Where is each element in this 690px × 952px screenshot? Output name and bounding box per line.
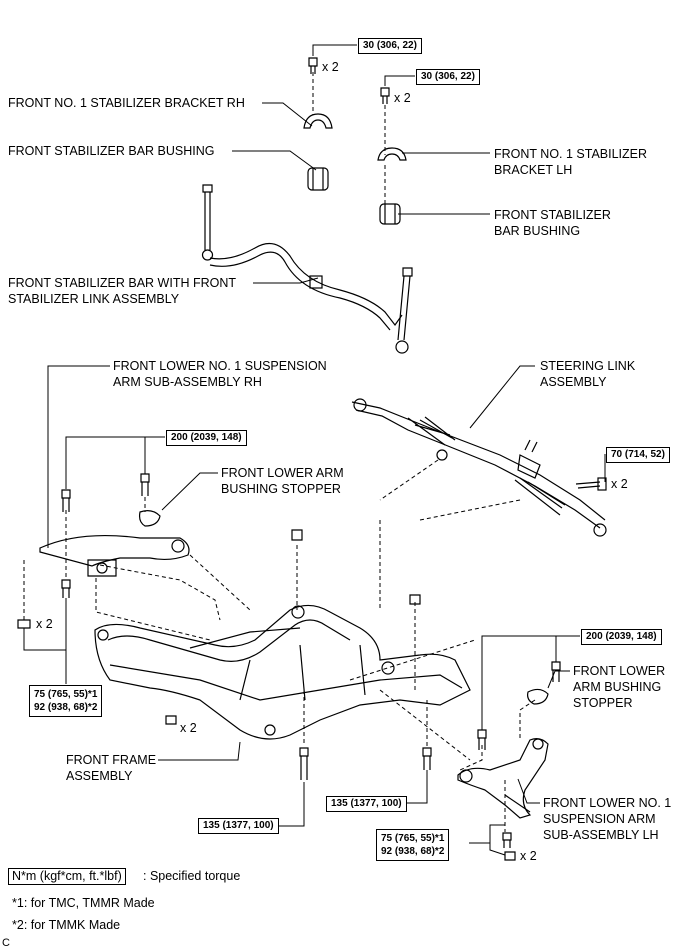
label-lower-arm-rh-1: FRONT LOWER NO. 1 SUSPENSION: [113, 359, 327, 373]
torque-spec-lower-arm-rh: 200 (2039, 148): [166, 430, 247, 446]
torque-spec-ball-joint-lh-tmmk: 92 (938, 68)*2: [381, 846, 445, 857]
label-bushing-stopper-lh-2: ARM BUSHING: [573, 680, 662, 694]
label-stabilizer-bushing-lh-2: BAR BUSHING: [494, 224, 581, 238]
label-stabilizer-bar-bushing: FRONT STABILIZER BAR BUSHING: [8, 144, 215, 158]
quantity-bracket-lh-bolts: x 2: [394, 91, 411, 105]
quantity-frame-nuts: x 2: [180, 721, 197, 735]
label-steering-link-1: STEERING LINK: [540, 359, 636, 373]
torque-spec-ball-joint-rh: 75 (765, 55)*1 92 (938, 68)*2: [29, 685, 103, 717]
torque-spec-ball-joint-rh-tmc: 75 (765, 55)*1: [34, 689, 98, 700]
torque-spec-lower-arm-lh: 200 (2039, 148): [581, 629, 662, 645]
label-stabilizer-bracket-lh-2: BRACKET LH: [494, 163, 573, 177]
label-stabilizer-bushing-lh-1: FRONT STABILIZER: [494, 208, 611, 222]
torque-spec-ball-joint-lh-tmc: 75 (765, 55)*1: [381, 833, 445, 844]
legend-note-2: *2: for TMMK Made: [12, 918, 121, 932]
label-stabilizer-bracket-lh-1: FRONT NO. 1 STABILIZER: [494, 147, 648, 161]
torque-spec-frame-front: 135 (1377, 100): [198, 818, 279, 834]
label-bushing-stopper-lh-1: FRONT LOWER: [573, 664, 666, 678]
legend-note-1: *1: for TMC, TMMR Made: [12, 896, 155, 910]
torque-spec-steering-link: 70 (714, 52): [606, 447, 670, 463]
label-stabilizer-bar-1: FRONT STABILIZER BAR WITH FRONT: [8, 276, 237, 290]
label-lower-arm-lh-3: SUB-ASSEMBLY LH: [543, 828, 659, 842]
label-steering-link-2: ASSEMBLY: [540, 375, 607, 389]
quantity-steering-bolts: x 2: [611, 477, 628, 491]
label-front-frame-1: FRONT FRAME: [66, 753, 157, 767]
legend-torque-description: : Specified torque: [143, 869, 241, 883]
label-bushing-stopper-lh-3: STOPPER: [573, 696, 633, 710]
label-bushing-stopper-rh-1: FRONT LOWER ARM: [221, 466, 344, 480]
quantity-lh-nuts: x 2: [520, 849, 537, 863]
label-stabilizer-bar-2: STABILIZER LINK ASSEMBLY: [8, 292, 180, 306]
torque-spec-stabilizer-bracket-lh: 30 (306, 22): [416, 69, 480, 85]
figure-code: C: [2, 937, 10, 949]
label-lower-arm-rh-2: ARM SUB-ASSEMBLY RH: [113, 375, 262, 389]
quantity-bracket-rh-bolts: x 2: [322, 60, 339, 74]
torque-spec-ball-joint-lh: 75 (765, 55)*1 92 (938, 68)*2: [376, 829, 450, 861]
torque-spec-frame-rear: 135 (1377, 100): [326, 796, 407, 812]
legend-torque-unit-box: N*m (kgf*cm, ft.*lbf): [8, 868, 126, 885]
label-stabilizer-bracket-rh: FRONT NO. 1 STABILIZER BRACKET RH: [8, 96, 245, 110]
torque-spec-stabilizer-bracket-rh: 30 (306, 22): [358, 38, 422, 54]
quantity-rh-nuts: x 2: [36, 617, 53, 631]
torque-spec-ball-joint-rh-tmmk: 92 (938, 68)*2: [34, 702, 98, 713]
label-bushing-stopper-rh-2: BUSHING STOPPER: [221, 482, 341, 496]
label-front-frame-2: ASSEMBLY: [66, 769, 133, 783]
label-lower-arm-lh-1: FRONT LOWER NO. 1: [543, 796, 672, 810]
label-lower-arm-lh-2: SUSPENSION ARM: [543, 812, 656, 826]
